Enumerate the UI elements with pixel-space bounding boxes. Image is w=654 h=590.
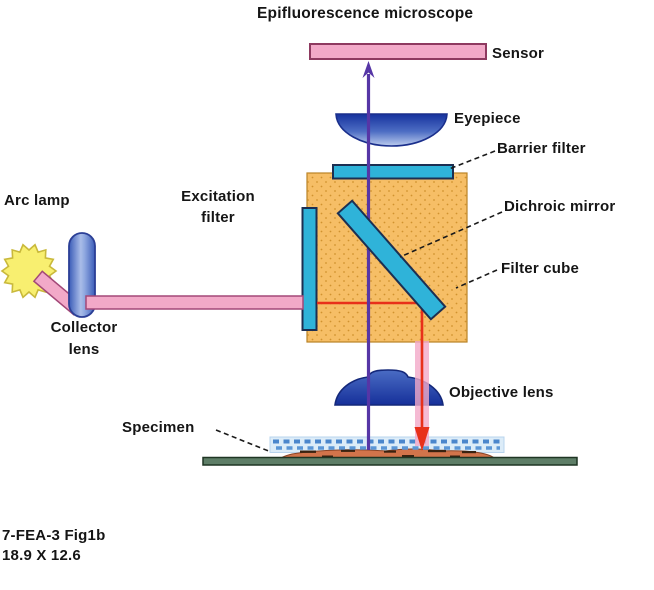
dichroic-mirror-connector (399, 211, 503, 258)
figure-id-caption: 7-FEA-3 Fig1b (2, 527, 106, 544)
excitation-filter-label: Excitation filter (181, 188, 255, 226)
collector-lens-label: Collector lens (50, 319, 118, 358)
filter-cube-label: Filter cube (501, 260, 580, 277)
microscope-slide (202, 456, 578, 466)
specimen-label: Specimen (122, 419, 195, 436)
barrier-filter-label: Barrier filter (497, 140, 586, 157)
dichroic-mirror-bar (336, 199, 447, 321)
barrier-filter-bar (332, 164, 454, 180)
filter-cube-connector (455, 269, 498, 289)
sensor-label: Sensor (492, 45, 545, 62)
red-arrowhead (414, 427, 430, 451)
excitation-beam-horizontal (85, 295, 304, 310)
emission-arrowhead (362, 61, 375, 78)
arc-lamp-label: Arc lamp (4, 192, 70, 209)
barrier-filter-connector (448, 150, 496, 170)
objective-lens-label: Objective lens (449, 384, 554, 401)
excitation-filter-bar (301, 207, 318, 331)
specimen-speckles (300, 449, 476, 458)
page-title: Epifluorescence microscope (257, 5, 474, 22)
label-connectors (215, 150, 503, 453)
coverslip-dashes (273, 439, 502, 450)
specimen-connector (215, 429, 272, 453)
eyepiece-lens (335, 113, 448, 147)
eyepiece-label: Eyepiece (454, 110, 521, 127)
coverslip-band (269, 436, 505, 453)
dichroic-mirror-label: Dichroic mirror (504, 198, 616, 215)
sensor-bar (309, 43, 487, 60)
figure-dimensions-caption: 18.9 X 12.6 (2, 547, 81, 564)
